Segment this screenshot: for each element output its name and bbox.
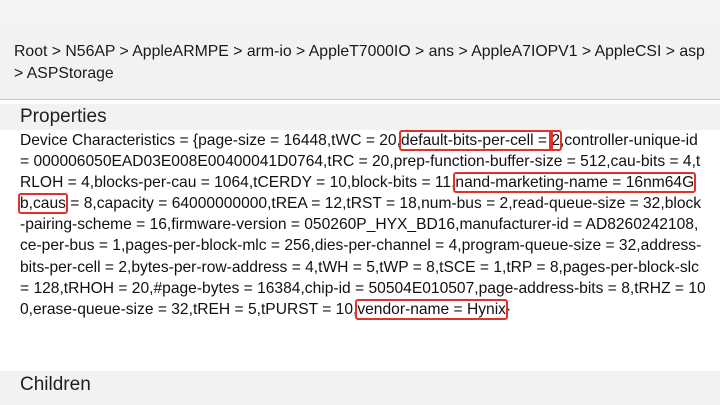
- breadcrumb[interactable]: Root > N56AP > AppleARMPE > arm-io > App…: [14, 43, 705, 82]
- breadcrumb-bar: Root > N56AP > AppleARMPE > arm-io > App…: [0, 26, 720, 100]
- property-text: ,controller-unique-id = 000006050EAD03E0…: [20, 132, 701, 192]
- property-text: Device Characteristics = {page-size = 16…: [20, 132, 401, 149]
- top-bar: [0, 0, 720, 26]
- properties-title: Properties: [20, 106, 107, 127]
- children-title: Children: [20, 374, 91, 395]
- children-section-header[interactable]: Children: [0, 371, 720, 405]
- highlighted-property: default-bits-per-cell =: [398, 130, 554, 151]
- properties-section-header: Properties: [0, 104, 720, 130]
- device-characteristics-text: Device Characteristics = {page-size = 16…: [17, 130, 706, 320]
- highlighted-property: nand-marketing-name = 16nm64Gb,caus: [17, 172, 697, 215]
- property-text: = 8,capacity = 64000000000,tREA = 12,tRS…: [20, 195, 706, 318]
- highlighted-property: 2: [549, 130, 562, 151]
- highlighted-property: vendor-name = Hynix: [355, 298, 508, 320]
- property-text: ·: [505, 300, 512, 318]
